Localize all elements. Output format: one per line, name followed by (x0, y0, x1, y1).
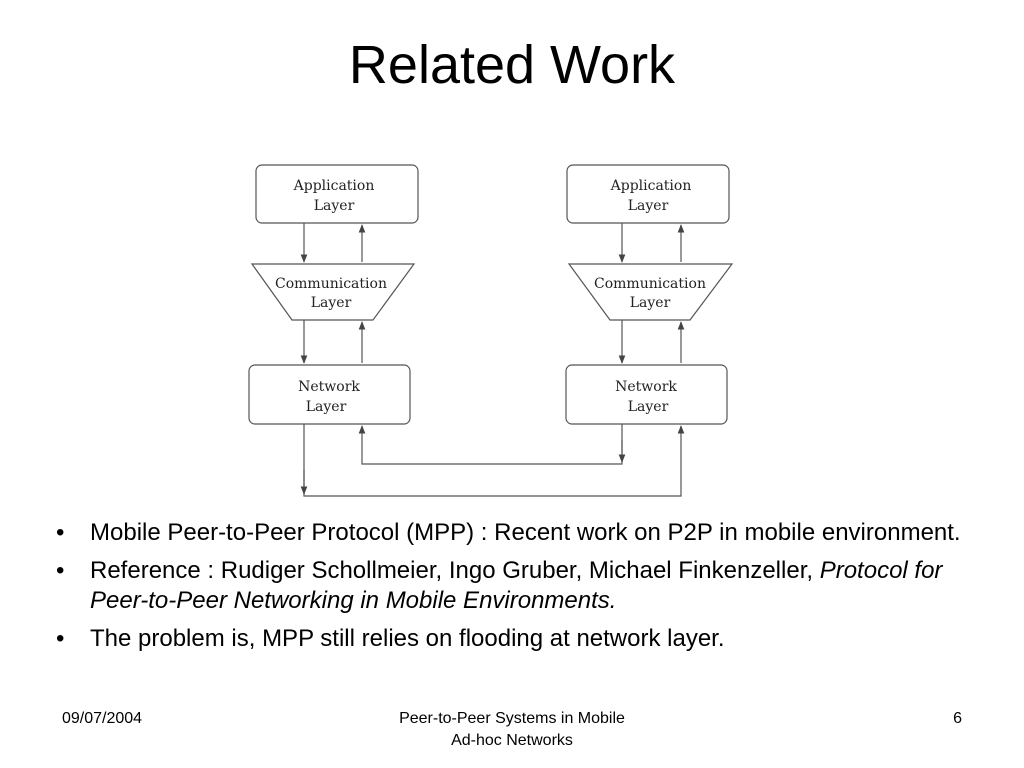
left-application-label-2: Layer (314, 198, 355, 214)
right-network-label-1: Network (615, 379, 677, 395)
bullet-item: • Reference : Rudiger Schollmeier, Ingo … (52, 556, 972, 616)
bullet-italic: Protocol for Peer-to-Peer Networking in … (90, 557, 943, 614)
footer-title: Peer-to-Peer Systems in Mobile Ad-hoc Ne… (312, 708, 712, 752)
footer-date: 09/07/2004 (62, 710, 143, 727)
bullet-item: • The problem is, MPP still relies on fl… (52, 624, 972, 654)
right-communication-label-2: Layer (630, 295, 671, 311)
left-network-label-2: Layer (306, 399, 347, 415)
footer-title-line-1: Peer-to-Peer Systems in Mobile (399, 710, 625, 727)
left-network-layer-box (248, 364, 411, 425)
right-network-label-2: Layer (628, 399, 669, 415)
left-application-layer-box (255, 164, 419, 224)
left-communication-layer-trapezoid (250, 263, 416, 321)
inner-network-link-to-left (358, 424, 623, 465)
right-application-layer-box (566, 164, 730, 224)
right-network-layer-box (565, 364, 728, 425)
right-application-label-2: Layer (628, 198, 669, 214)
footer-page-number: 6 (953, 710, 962, 727)
footer-title-line-2: Ad-hoc Networks (451, 732, 573, 749)
bullet-list: • Mobile Peer-to-Peer Protocol (MPP) : R… (52, 518, 972, 662)
bullet-dot: • (56, 519, 65, 546)
slide-title: Related Work (348, 35, 676, 95)
left-network-label-1: Network (298, 379, 360, 395)
right-communication-label-1: Communication (594, 276, 706, 292)
bullet-text: Reference : Rudiger Schollmeier, Ingo Gr… (90, 557, 820, 584)
bullet-dot: • (56, 557, 65, 584)
bullet-text: Mobile Peer-to-Peer Protocol (MPP) : Rec… (90, 519, 961, 546)
bullet-text: The problem is, MPP still relies on floo… (90, 625, 725, 652)
left-communication-label-2: Layer (311, 295, 352, 311)
right-application-label-1: Application (610, 178, 692, 194)
bullet-item: • Mobile Peer-to-Peer Protocol (MPP) : R… (52, 518, 972, 548)
right-communication-layer-trapezoid (567, 263, 734, 321)
left-application-label-1: Application (293, 178, 375, 194)
outer-network-link-to-right (303, 424, 685, 497)
bullet-dot: • (56, 625, 65, 652)
left-communication-label-1: Communication (275, 276, 387, 292)
